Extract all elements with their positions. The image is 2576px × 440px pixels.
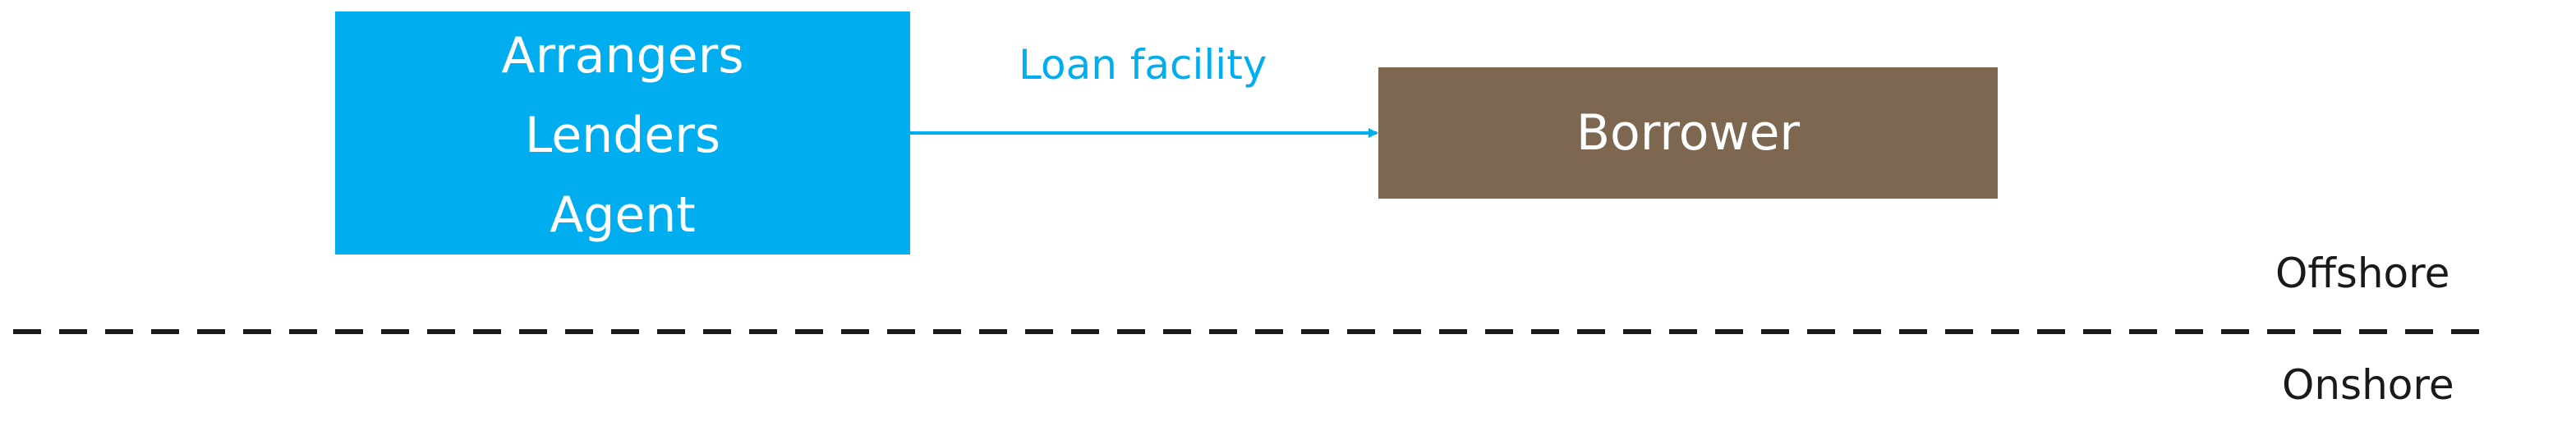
- onshore-label: Onshore: [2282, 361, 2454, 409]
- party-agent: Agent: [550, 186, 696, 244]
- loan-facility-label: Loan facility: [1019, 41, 1267, 89]
- borrower-label: Borrower: [1576, 104, 1801, 162]
- borrower-box: Borrower: [1378, 67, 1998, 199]
- party-lenders: Lenders: [524, 107, 721, 164]
- offshore-label: Offshore: [2275, 250, 2450, 297]
- party-arrangers: Arrangers: [501, 27, 744, 85]
- lenders-group-box: Arrangers Lenders Agent: [335, 11, 910, 254]
